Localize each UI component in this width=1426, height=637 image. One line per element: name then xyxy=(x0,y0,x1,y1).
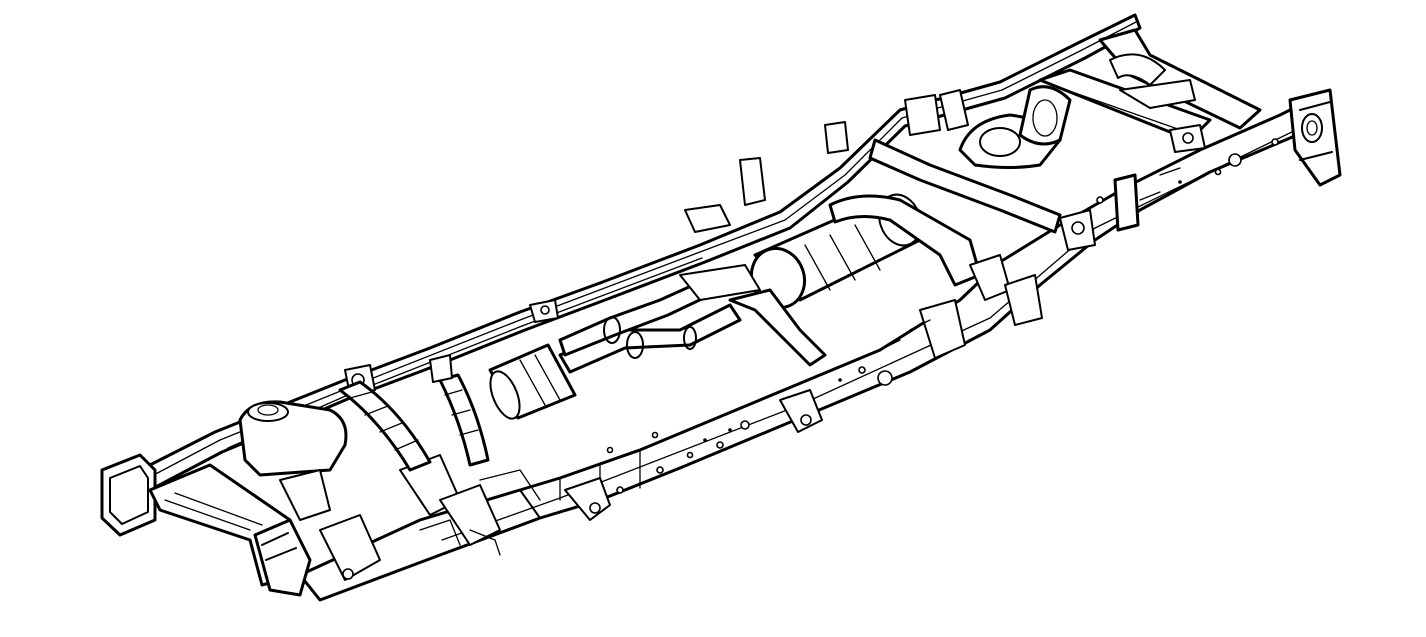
middle-crossmembers xyxy=(684,89,969,233)
front-crossmember xyxy=(100,400,348,597)
far-rail-brackets xyxy=(429,299,559,383)
rear-crossmembers xyxy=(1038,28,1262,153)
rear-end-hitch xyxy=(1113,88,1342,232)
exhaust-system xyxy=(338,85,1072,472)
body-mount-brackets xyxy=(564,209,1096,521)
detail-lines xyxy=(419,167,1181,556)
fastener-holes xyxy=(606,138,1279,494)
